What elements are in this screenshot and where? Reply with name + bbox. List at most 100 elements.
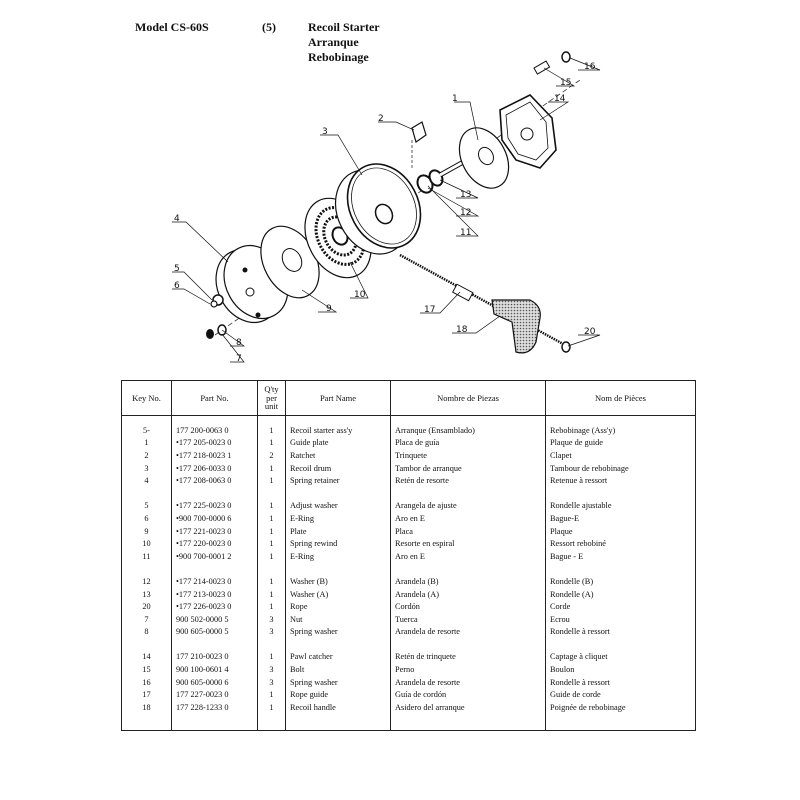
cell-part-name-french: Rondelle à ressort	[545, 675, 696, 689]
spacer-cell	[285, 638, 391, 651]
cell-qty: 2	[257, 449, 286, 462]
cell-part-name-french: Ressort rebobiné	[545, 537, 696, 550]
spacer-cell	[257, 562, 286, 576]
callout-3: 3	[322, 127, 328, 137]
spacer-cell	[121, 638, 172, 651]
cell-part-no: 177 227-0023 0	[171, 688, 258, 702]
spacer-cell	[545, 486, 696, 500]
cell-key-no: 17	[121, 688, 172, 702]
cell-part-name: Guide plate	[285, 436, 391, 450]
cell-part-name-french: Tambour de rebobinage	[545, 461, 696, 475]
cell-part-name-spanish: Arandela (B)	[390, 575, 546, 588]
cell-part-name: Spring rewind	[285, 537, 391, 550]
cell-part-name: Recoil handle	[285, 701, 391, 731]
cell-part-name: E-Ring	[285, 512, 391, 525]
header-part-name-spanish: Nombre de Piezas	[390, 380, 546, 416]
title-spanish: Arranque	[308, 35, 359, 49]
spacer-cell	[171, 562, 258, 576]
cell-part-name-french: Retenue à ressort	[545, 474, 696, 487]
cell-part-name: Washer (B)	[285, 575, 391, 588]
group-spacer-row	[121, 638, 696, 651]
spacer-cell	[390, 562, 546, 576]
cell-qty: 1	[257, 701, 286, 731]
rope-guide-part	[452, 283, 474, 302]
callout-20: 20	[584, 327, 596, 337]
cell-part-name-spanish: Guía de cordón	[390, 688, 546, 702]
cell-part-name: Pawl catcher	[285, 650, 391, 664]
table-header-row: Key No. Part No. Q'ty per unit Part Name…	[121, 380, 696, 416]
cell-part-no: •177 208-0063 0	[171, 474, 258, 487]
cell-key-no: 7	[121, 612, 172, 626]
cell-part-no: 900 100-0601 4	[171, 663, 258, 676]
cell-part-no: 177 228-1233 0	[171, 701, 258, 731]
callout-5: 5	[174, 264, 180, 274]
header-qty: Q'ty per unit	[257, 380, 286, 416]
cell-qty: 1	[257, 688, 286, 702]
cell-qty: 1	[257, 461, 286, 475]
cell-part-name-spanish: Tuerca	[390, 612, 546, 626]
cell-key-no: 1	[121, 436, 172, 450]
callout-18: 18	[456, 325, 468, 335]
cell-part-name-french: Plaque	[545, 524, 696, 538]
cell-key-no: 13	[121, 587, 172, 601]
cell-key-no: 8	[121, 625, 172, 639]
spring-washer-part	[561, 51, 571, 63]
cell-part-name-spanish: Arandela (A)	[390, 587, 546, 601]
cell-qty: 1	[257, 650, 286, 664]
title-french: Rebobinage	[308, 50, 369, 64]
cell-part-name: Nut	[285, 612, 391, 626]
cell-part-name-spanish: Perno	[390, 663, 546, 676]
cell-qty: 1	[257, 587, 286, 601]
callout-9: 9	[326, 304, 332, 314]
cell-part-name-spanish: Tambor de arranque	[390, 461, 546, 475]
cell-part-name-spanish: Resorte en espiral	[390, 537, 546, 550]
cell-part-name-spanish: Trinquete	[390, 449, 546, 462]
cell-part-name-french: Rondelle ajustable	[545, 499, 696, 513]
cell-qty: 1	[257, 499, 286, 513]
cell-part-name-french: Boulon	[545, 663, 696, 676]
cell-key-no: 10	[121, 537, 172, 550]
cell-part-name-french: Rondelle à ressort	[545, 625, 696, 639]
cell-part-name-french: Clapet	[545, 449, 696, 462]
callout-14: 14	[554, 94, 566, 104]
cell-part-name-french: Captage à cliquet	[545, 650, 696, 664]
cell-part-name: Spring washer	[285, 625, 391, 639]
cell-part-no: •900 700-0000 6	[171, 512, 258, 525]
cell-part-name: Washer (A)	[285, 587, 391, 601]
cell-part-name-spanish: Arangela de ajuste	[390, 499, 546, 513]
cell-qty: 3	[257, 675, 286, 689]
guide-plate-part	[458, 127, 510, 189]
cell-part-no: 900 605-0000 6	[171, 675, 258, 689]
callout-4: 4	[174, 214, 180, 224]
cell-part-no: •177 220-0023 0	[171, 537, 258, 550]
cell-part-name-spanish: Retén de resorte	[390, 474, 546, 487]
cell-part-name: Bolt	[285, 663, 391, 676]
callout-2: 2	[378, 114, 384, 124]
cell-key-no: 16	[121, 675, 172, 689]
cell-qty: 3	[257, 663, 286, 676]
cell-part-no: •177 218-0023 1	[171, 449, 258, 462]
cell-qty: 1	[257, 524, 286, 538]
cell-part-name: Adjust washer	[285, 499, 391, 513]
spacer-cell	[171, 638, 258, 651]
callout-8: 8	[236, 338, 242, 348]
cell-key-no: 11	[121, 549, 172, 563]
cell-part-no: 900 502-0000 5	[171, 612, 258, 626]
spacer-cell	[171, 486, 258, 500]
cell-part-name-french: Guide de corde	[545, 688, 696, 702]
exploded-parts-diagram: 1 2 3 4 5 6 7 8 9 10 11 12 13 14 15 16 1…	[172, 51, 601, 364]
header-part-no: Part No.	[171, 380, 258, 416]
cell-key-no: 12	[121, 575, 172, 588]
cell-part-no: •177 221-0023 0	[171, 524, 258, 538]
cell-part-name-french: Rebobinage (Ass'y)	[545, 415, 696, 437]
